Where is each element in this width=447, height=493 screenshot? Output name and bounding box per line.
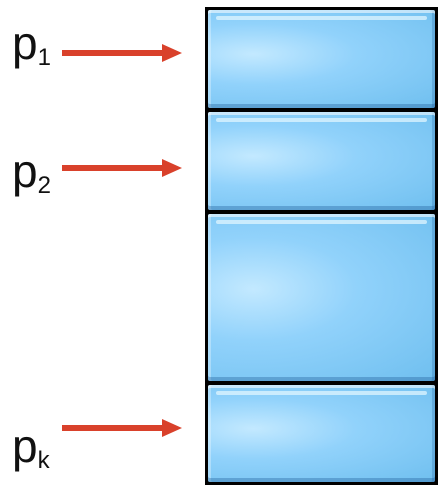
label-p1: p1 (12, 17, 51, 70)
block-2 (208, 112, 435, 210)
block-1 (208, 10, 435, 108)
arrow-pk (62, 419, 182, 437)
label-p2-subscript: 2 (37, 172, 51, 199)
block-3 (208, 214, 435, 381)
label-p2-base: p (12, 145, 38, 197)
label-pk-base: p (12, 420, 38, 472)
memory-stack (205, 7, 438, 485)
arrow-p2 (62, 159, 182, 177)
label-p1-subscript: 1 (37, 44, 51, 71)
label-pk-subscript: k (37, 447, 50, 474)
label-p2: p2 (12, 145, 51, 198)
arrow-p1 (62, 44, 182, 62)
block-4 (208, 385, 435, 482)
label-pk: pk (12, 420, 50, 473)
label-p1-base: p (12, 17, 38, 69)
